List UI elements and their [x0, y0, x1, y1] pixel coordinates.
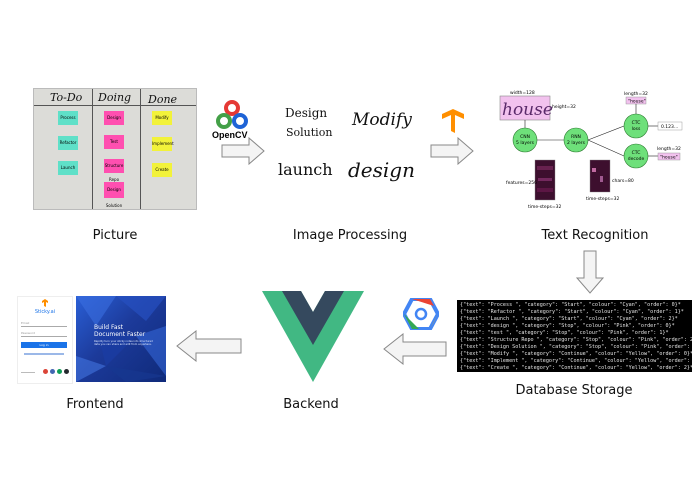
length-bottom: length=32: [657, 146, 681, 152]
sticky-note-modify: Modify: [152, 111, 172, 125]
db-line: {"text": "Process ", "category": "Start"…: [460, 302, 681, 308]
processed-word-solution: Solution: [286, 126, 333, 139]
house-top: "house": [628, 99, 646, 105]
database-terminal: {"text": "Process ", "category": "Start"…: [457, 300, 692, 372]
column-divider-2: [140, 89, 141, 209]
banner-pattern: [76, 296, 166, 382]
rnn-label-2: 2 layers: [567, 140, 586, 146]
sticky-note-create: Create: [152, 163, 172, 177]
banner-heading-2: Document Faster: [94, 331, 146, 338]
rnn-label-1: RNN: [571, 134, 581, 140]
processed-word-design: Design: [285, 106, 328, 120]
sticky-note-design: Design: [104, 111, 124, 125]
db-line: {"text": "design ", "category": "Stop", …: [460, 323, 675, 329]
db-line: {"text": "Design Solution ", "category":…: [460, 344, 692, 350]
db-line: {"text": "Launch ", "category": "Start",…: [460, 316, 678, 322]
arrow-left-icon: [383, 333, 447, 365]
social-icon-navy[interactable]: [64, 369, 69, 374]
sticky-note-process: Process: [58, 111, 78, 125]
db-line: {"text": "test ", "category": "Stop", "c…: [460, 330, 669, 336]
column-header-todo: To-Do: [50, 91, 83, 104]
column-divider-1: [92, 89, 93, 209]
db-line: {"text": "Modify ", "category": "Continu…: [460, 351, 692, 357]
column-header-done: Done: [148, 93, 178, 106]
app-title: Sticky.ai: [34, 309, 56, 315]
sticky-note-refactor: Refactor: [58, 136, 78, 150]
whiteboard-photo: To-Do Doing Done Process Refactor Launch…: [33, 88, 197, 210]
processed-word-design-2: design: [348, 158, 415, 182]
db-line: {"text": "Implement ", "category": "Cont…: [460, 358, 692, 364]
social-icon-red[interactable]: [43, 369, 48, 374]
db-line: {"text": "Refactor ", "category": "Start…: [460, 309, 684, 315]
banner-heading-1: Build Fast: [94, 324, 124, 331]
arrow-right-icon-2: [430, 137, 474, 165]
stage-label-backend: Backend: [283, 397, 339, 412]
text-recognition-diagram: house width=128 height=32 CNN 5 layers R…: [499, 90, 683, 210]
tensorflow-logo-icon: [442, 109, 464, 133]
db-line: {"text": "Create ", "category": "Continu…: [460, 365, 692, 371]
cnn-label-2: 5 layers: [516, 140, 535, 146]
social-icon-green[interactable]: [57, 369, 62, 374]
arrow-down-icon: [576, 250, 604, 294]
stage-label-database-storage: Database Storage: [515, 383, 633, 398]
stage-label-image-processing: Image Processing: [292, 228, 408, 243]
height-label: height=32: [552, 104, 576, 110]
opencv-logo-text: OpenCV: [212, 130, 248, 140]
stage-label-frontend: Frontend: [66, 397, 124, 412]
google-cloud-logo-icon: [403, 298, 439, 330]
length-top: length=32: [624, 91, 648, 97]
features-label: features=256: [506, 180, 537, 186]
width-label: width=128: [510, 90, 535, 96]
loss-value: 0.123...: [661, 124, 678, 130]
app-logo-icon: [42, 299, 48, 307]
time-steps-1: time-steps=32: [528, 204, 562, 210]
stage-label-text-recognition: Text Recognition: [541, 228, 649, 243]
frontend-banner: Build Fast Document Faster Rapidly turn …: [76, 296, 166, 382]
chars-label: chars=80: [612, 178, 634, 184]
divider-line: [21, 372, 35, 373]
svg-text:loss: loss: [632, 126, 641, 132]
sticky-note-launch: Launch: [58, 161, 78, 175]
db-line: {"text": "Structure Repo ", "category": …: [460, 337, 692, 343]
social-buttons: [21, 369, 69, 375]
sticky-note-design-solution: Design Solution: [104, 182, 124, 208]
email-field[interactable]: Email: [21, 321, 67, 327]
header-line: [34, 105, 196, 106]
banner-body: Rapidly turn your sticky notes into stru…: [94, 340, 153, 347]
stage-label-picture: Picture: [92, 228, 138, 243]
time-steps-2: time-steps=32: [586, 196, 620, 202]
login-button[interactable]: Log in: [21, 342, 67, 348]
sticky-note-implement: Implement: [152, 137, 174, 151]
social-icon-blue[interactable]: [50, 369, 55, 374]
svg-text:decode: decode: [628, 156, 645, 162]
cnn-label-1: CNN: [520, 134, 530, 140]
column-header-doing: Doing: [98, 91, 132, 104]
helper-link[interactable]: [24, 353, 64, 355]
processed-word-launch: launch: [278, 160, 333, 179]
sticky-note-structure-repo: Structure Repo: [104, 159, 124, 182]
vue-logo-icon: [262, 291, 364, 382]
password-field[interactable]: Password: [21, 331, 67, 337]
processed-word-modify: Modify: [352, 110, 412, 130]
opencv-logo-icon: [216, 100, 248, 129]
house-bottom: "house": [660, 155, 678, 161]
word-image-text: house: [502, 100, 553, 120]
arrow-left-icon-2: [176, 330, 242, 362]
svg-text:CTC: CTC: [632, 150, 641, 156]
sticky-note-test: Test: [104, 135, 124, 149]
svg-text:CTC: CTC: [632, 120, 641, 126]
frontend-login-panel: Sticky.ai Email Password Log in: [17, 296, 73, 384]
arrow-right-icon: [221, 137, 265, 165]
